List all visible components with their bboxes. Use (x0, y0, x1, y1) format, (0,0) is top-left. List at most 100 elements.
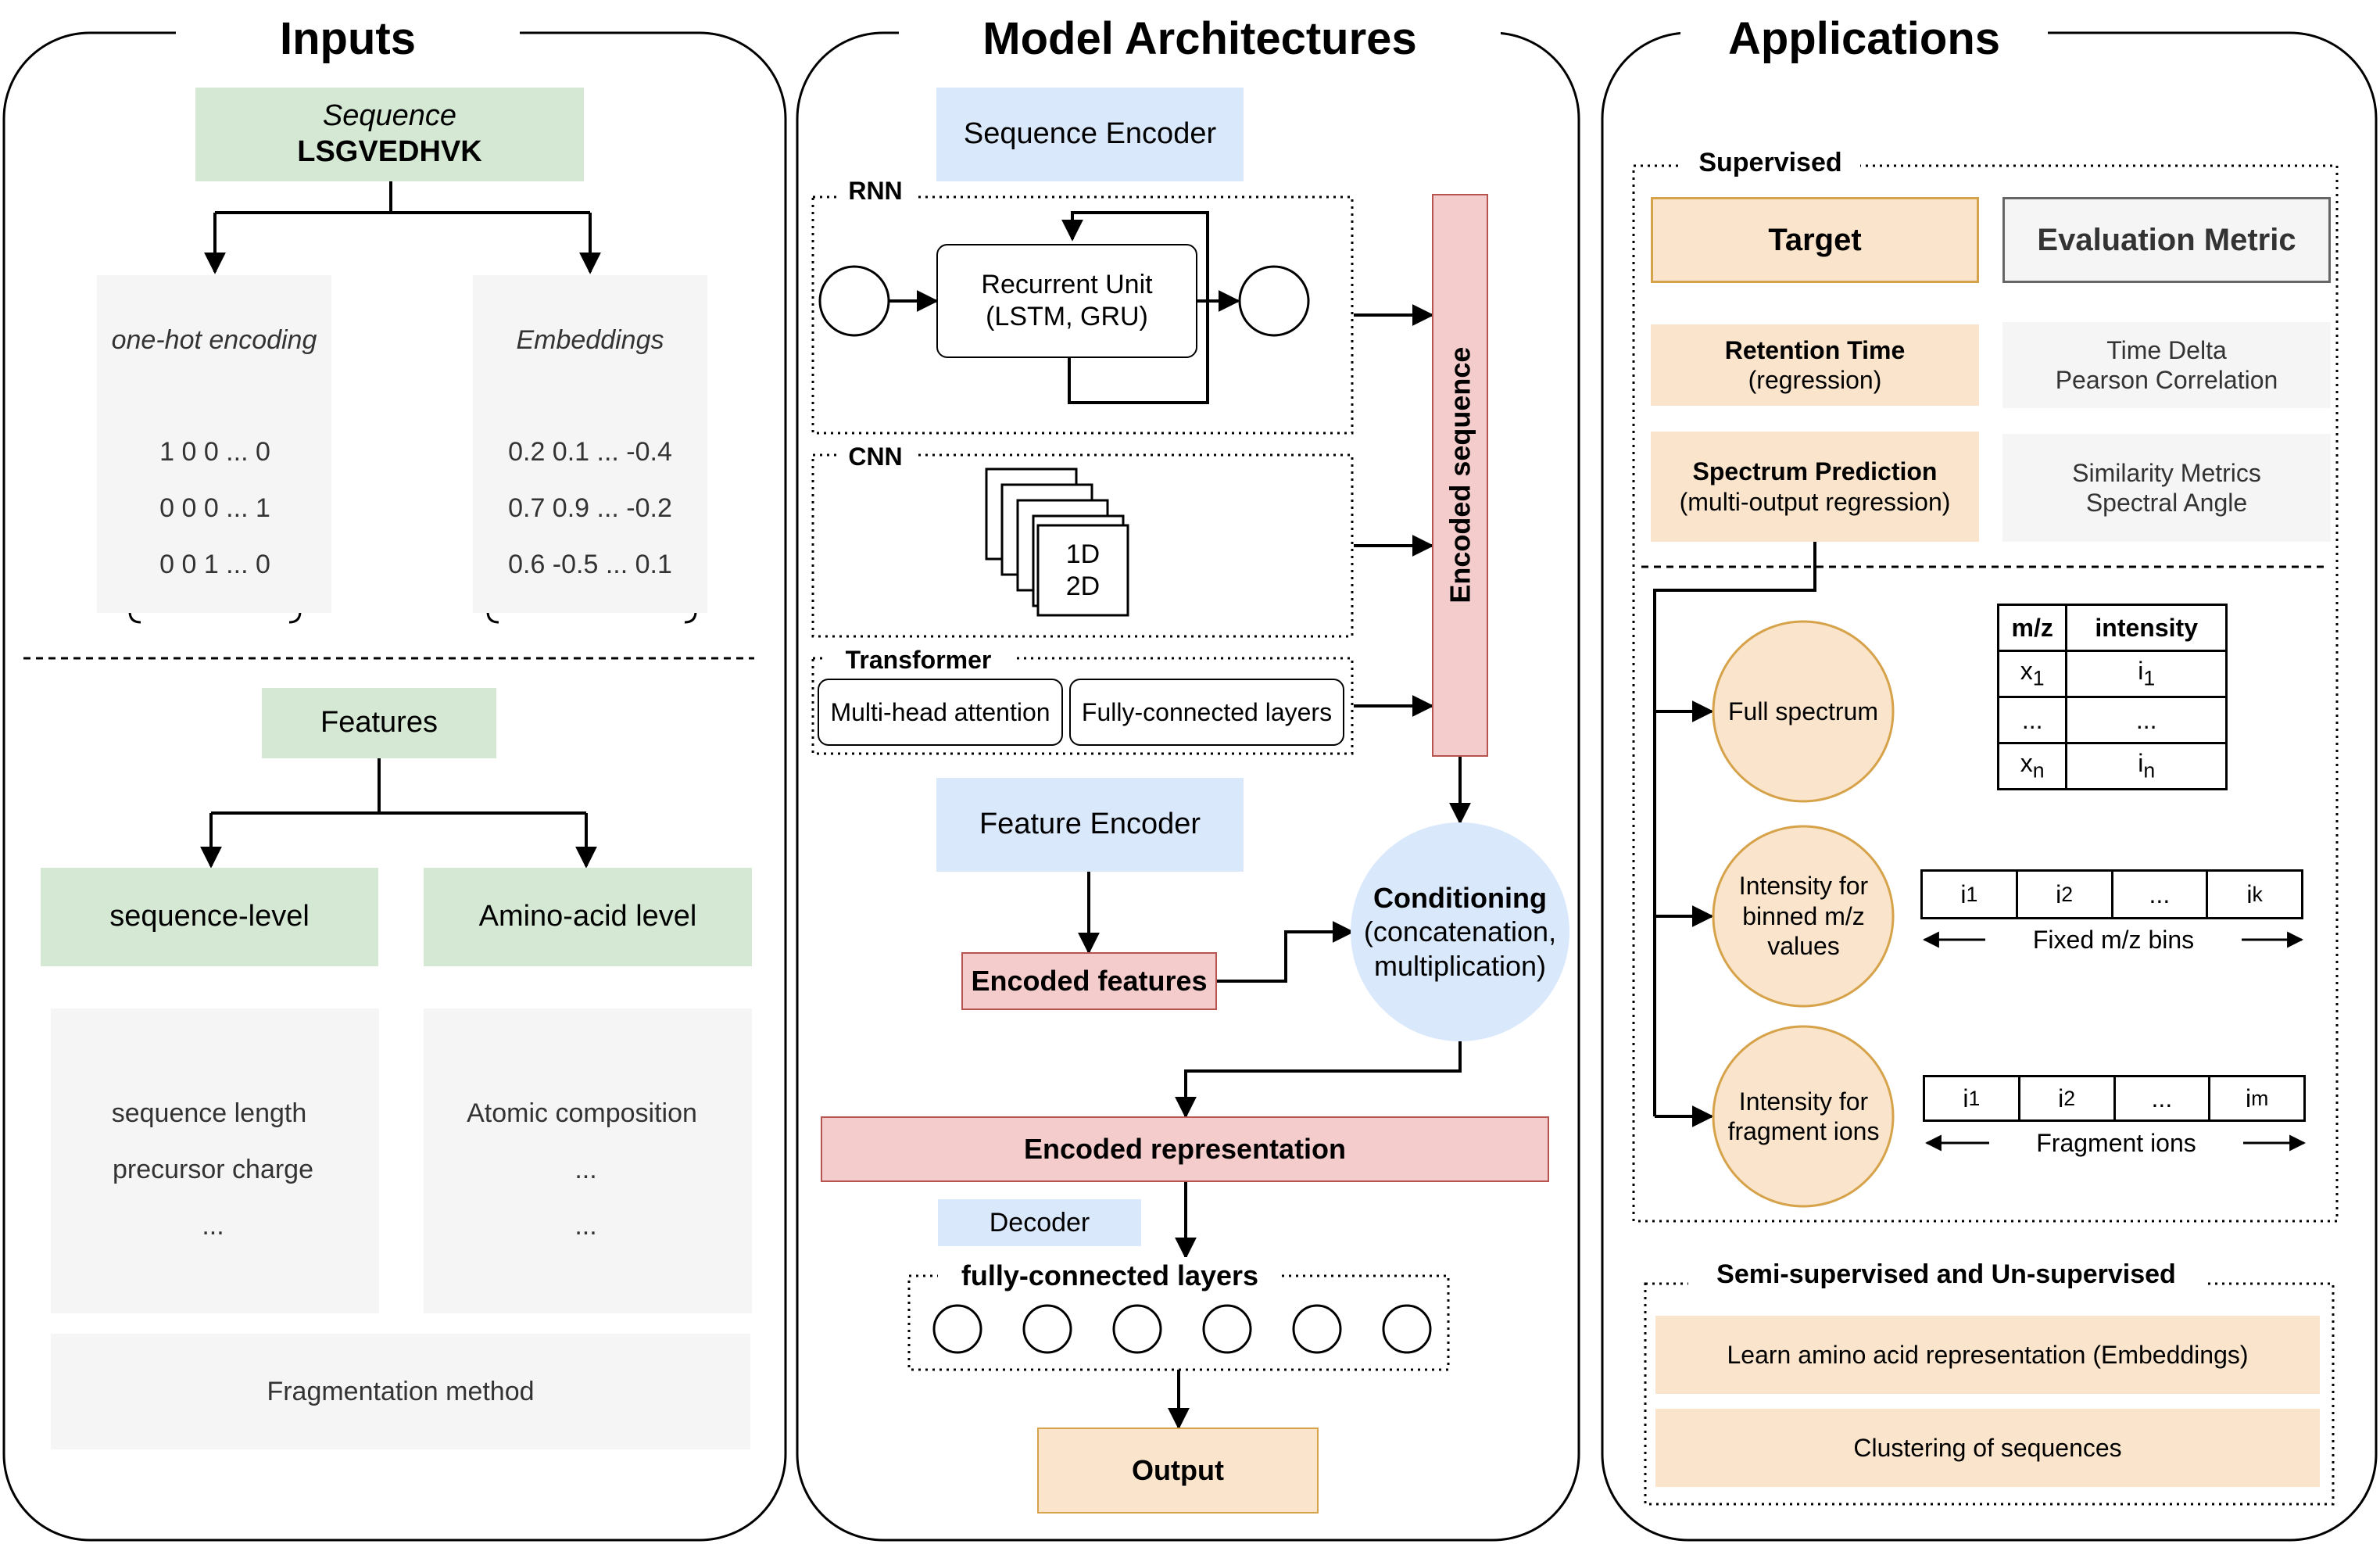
conditioning-sub-2: multiplication) (1373, 949, 1547, 982)
seq-feature-2: precursor charge (112, 1154, 313, 1184)
rnn-output-node (1238, 265, 1310, 337)
sequence-encoder-label: Sequence Encoder (936, 88, 1244, 181)
cnn-filters-icon (985, 467, 1129, 617)
target-header: Target (1651, 197, 1979, 283)
sp-metric-2: Spectral Angle (2085, 489, 2248, 517)
rnn-input-node (818, 265, 890, 337)
features-tree-arrows (200, 758, 597, 869)
seq-feature-3: ... (202, 1210, 224, 1241)
binned-intensity-line-3: values (1767, 932, 1840, 961)
encoder-to-sequence-arrows (1078, 304, 1471, 1430)
onehot-label: one-hot encoding (111, 324, 317, 355)
clustering-of-sequences: Clustering of sequences (1655, 1409, 2320, 1487)
amino-acid-level-box: Amino-acid level (424, 868, 752, 966)
embeddings-row-3: 0.6 -0.5 ... 0.1 (508, 549, 672, 579)
spectrum-prediction-label: Spectrum Prediction (1692, 457, 1938, 486)
encoded-sequence-box: Encoded sequence (1432, 194, 1488, 757)
binned-intensity-label: Intensity for binned m/z values (1716, 869, 1891, 963)
cnn-2d-label: 2D (1065, 571, 1101, 601)
spectrum-prediction-metrics: Similarity Metrics Spectral Angle (2002, 434, 2331, 542)
embeddings-row-2: 0.7 0.9 ... -0.2 (508, 493, 672, 523)
retention-time-metrics: Time Delta Pearson Correlation (2002, 322, 2331, 408)
onehot-row-1: 1 0 0 ... 0 (159, 436, 270, 467)
rnn-arrows (889, 211, 1240, 404)
frag-ellipsis: ... (2116, 1077, 2211, 1119)
applications-title: Applications (1680, 8, 2048, 70)
models-title: Model Architectures (899, 8, 1501, 70)
sequence-tree-arrows (204, 181, 601, 274)
intensity-in: in (2065, 742, 2228, 790)
embeddings-row-1: 0.2 0.1 ... -0.4 (508, 436, 672, 467)
intensity-header: intensity (2065, 604, 2228, 652)
amino-acid-features (424, 1008, 752, 1313)
fully-connected-layers-box: Fully-connected layers (1069, 679, 1344, 746)
sequence-level-features (51, 1008, 379, 1313)
intensity-i1: i1 (2065, 650, 2228, 698)
cnn-1d-label: 1D (1065, 539, 1101, 569)
inputs-title: Inputs (176, 8, 520, 70)
sp-metric-1: Similarity Metrics (2072, 458, 2261, 487)
recurrent-unit-label: Recurrent Unit (981, 270, 1153, 300)
onehot-row-3: 0 0 1 ... 0 (159, 549, 270, 579)
aa-feature-3: ... (574, 1210, 597, 1241)
binned-intensity-line-1: Intensity for (1738, 872, 1869, 901)
embeddings-panel (473, 275, 707, 613)
decoder-label: Decoder (938, 1199, 1141, 1246)
output-box: Output (1037, 1428, 1319, 1514)
intensity-ellipsis: ... (2065, 696, 2228, 744)
fragment-intensity-label: Intensity for fragment ions (1716, 1083, 1891, 1150)
rnn-label: RNN (836, 174, 914, 208)
spectrum-prediction-box: Spectrum Prediction (multi-output regres… (1651, 432, 1979, 542)
recurrent-unit-box: Recurrent Unit (LSTM, GRU) (936, 244, 1197, 358)
sequence-box: Sequence LSGVEDHVK (195, 88, 584, 181)
fragment-intensity-line-2: fragment ions (1727, 1117, 1880, 1145)
onehot-panel (97, 275, 331, 613)
inputs-panel (2, 31, 787, 1542)
conditioning-node (1351, 822, 1569, 1041)
retention-time-box: Retention Time (regression) (1651, 324, 1979, 406)
fragment-intensity-line-1: Intensity for (1738, 1087, 1869, 1116)
supervised-label: Supervised (1680, 144, 1860, 181)
features-box: Features (262, 688, 496, 758)
binned-intensity-line-2: binned m/z (1742, 901, 1865, 930)
sequence-label: Sequence (322, 99, 457, 133)
encoded-sequence-label: Encoded sequence (1444, 346, 1476, 604)
conditioning-sub-1: (concatenation, (1363, 915, 1557, 948)
conditioning-text: Conditioning (concatenation, multiplicat… (1351, 869, 1569, 994)
onehot-row-2: 0 0 0 ... 1 (159, 493, 270, 523)
retention-time-sub: (regression) (1748, 366, 1882, 394)
multi-head-attention-box: Multi-head attention (818, 679, 1063, 746)
fully-connected-label: fully-connected layers (938, 1257, 1282, 1295)
rt-metric-1: Time Delta (2106, 335, 2227, 364)
seq-feature-1: sequence length (111, 1098, 307, 1128)
embeddings-label: Embeddings (516, 324, 664, 355)
retention-time-label: Retention Time (1724, 335, 1906, 364)
range-arrows (1922, 931, 2307, 1152)
cnn-dimensions: 1D 2D (1038, 525, 1128, 615)
mz-x1: x1 (1996, 650, 2068, 698)
fixed-bins-label: Fixed m/z bins (2032, 925, 2195, 954)
bin-ellipsis: ... (2113, 872, 2209, 917)
transformer-label: Transformer (825, 643, 1012, 677)
semi-supervised-label: Semi-supervised and Un-supervised (1688, 1256, 2204, 1293)
learn-aa-representation: Learn amino acid representation (Embeddi… (1655, 1316, 2320, 1394)
spectrum-nodes (1712, 620, 1895, 1208)
conditioning-label: Conditioning (1373, 882, 1547, 915)
mz-header: m/z (1996, 604, 2068, 652)
fragmentation-method: Fragmentation method (51, 1334, 750, 1449)
aa-feature-1: Atomic composition (467, 1098, 697, 1128)
evaluation-metric-header: Evaluation Metric (2002, 197, 2331, 283)
spectrum-prediction-sub: (multi-output regression) (1679, 487, 1951, 516)
sequence-value: LSGVEDHVK (297, 135, 482, 168)
recurrent-unit-sub: (LSTM, GRU) (986, 302, 1148, 331)
fragment-ions-label: Fragment ions (2036, 1128, 2196, 1157)
cnn-label: CNN (836, 439, 914, 474)
